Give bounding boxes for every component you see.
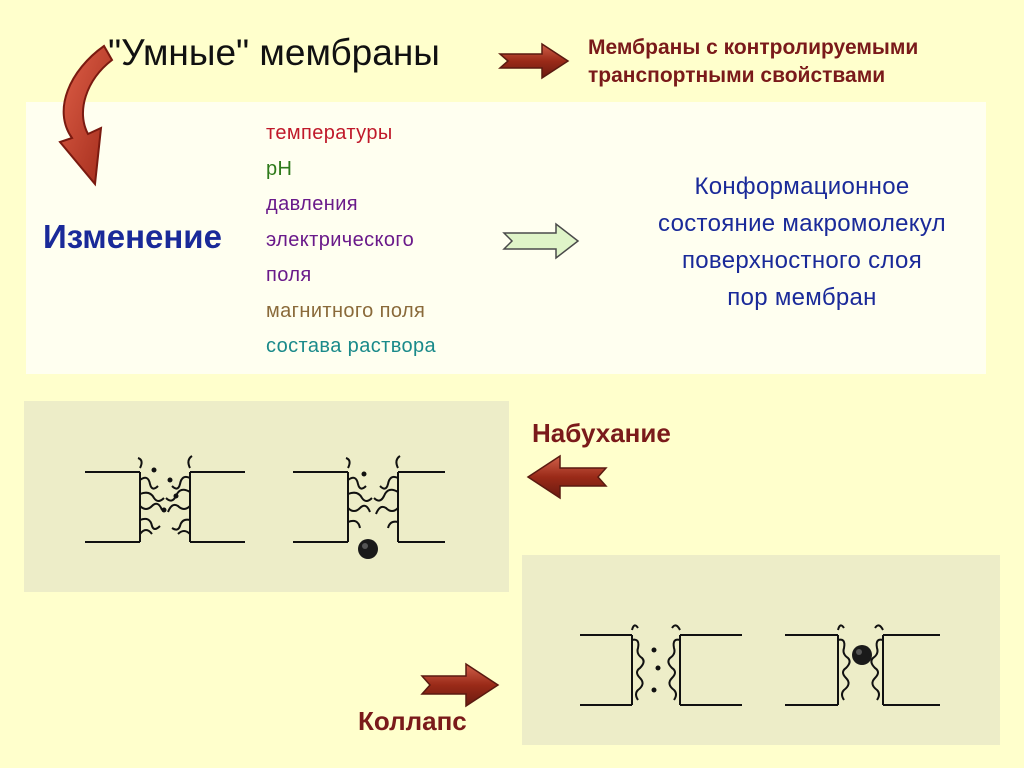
conformation-result: Конформационное состояние макромолекул п… (612, 168, 992, 316)
arrow-left-icon (526, 454, 608, 500)
factor-field: поля (266, 264, 312, 286)
particle-icon-2 (852, 645, 872, 665)
result-line-2: состояние макромолекул (658, 210, 946, 237)
collapsed-pore-open (580, 624, 742, 706)
swelling-diagram-panel (24, 401, 509, 592)
factor-magnetic-field: магнитного поля (266, 299, 426, 322)
arrow-right-collapse-icon (420, 662, 500, 708)
factor-list: температуры pH давления электрического п… (266, 116, 436, 365)
result-line-4: пор мембран (727, 284, 877, 311)
curved-arrow-icon (58, 44, 114, 187)
particle-icon (358, 539, 378, 559)
factor-ph: pH (266, 157, 293, 180)
caption-line-2: транспортными свойствами (588, 64, 886, 87)
solute-dots-2 (361, 471, 367, 477)
page-title: "Умные" мембраны (108, 32, 440, 73)
collapse-diagram-panel (522, 555, 1000, 745)
factor-solution-composition: состава раствора (266, 335, 437, 357)
swelling-label: Набухание (532, 418, 671, 448)
controlled-membranes-caption: Мембраны с контролируемыми транспортными… (588, 34, 918, 90)
factor-temperature: температуры (266, 122, 393, 144)
caption-line-1: Мембраны с контролируемыми (588, 36, 919, 59)
change-label: Изменение (43, 218, 222, 255)
swollen-pore-open (85, 455, 245, 543)
result-line-3: поверхностного слоя (681, 247, 922, 274)
result-line-1: Конформационное (694, 173, 910, 200)
solute-dots-1 (151, 467, 179, 513)
change-panel (26, 102, 986, 374)
swollen-pore-blocked (293, 455, 445, 543)
solute-dots-3 (651, 647, 661, 693)
arrow-right-outline-icon (502, 222, 580, 260)
collapsed-pore-blocked (785, 624, 940, 706)
factor-pressure: давления (266, 193, 358, 215)
factor-electric: электрического (266, 228, 415, 251)
collapse-label: Коллапс (358, 706, 467, 736)
arrow-right-icon (498, 42, 570, 80)
